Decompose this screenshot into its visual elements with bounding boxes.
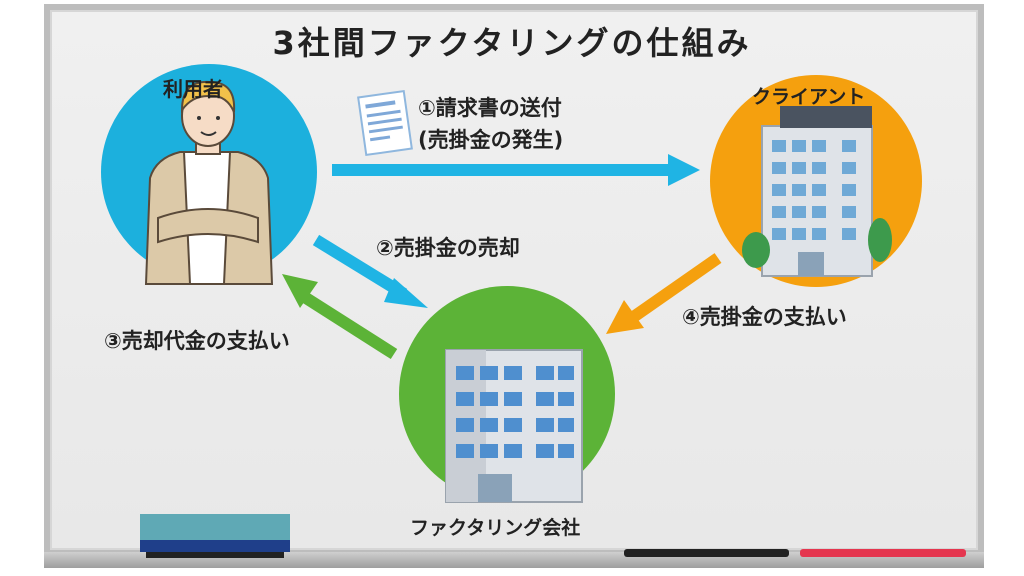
client-building-icon (742, 106, 892, 277)
person-icon (144, 80, 274, 285)
marker-red-icon (800, 549, 966, 557)
arrow-step1 (332, 154, 700, 186)
node-label-user: 利用者 (163, 77, 223, 101)
eraser-icon (140, 514, 290, 558)
marker-black-icon (624, 549, 789, 557)
step1-label-line1: ①請求書の送付 (418, 96, 562, 120)
diagram-title: 3社間ファクタリングの仕組み (272, 24, 752, 62)
invoice-document-icon (357, 89, 413, 157)
step3-label: ③売却代金の支払い (104, 329, 290, 353)
step1-label-line2: (売掛金の発生) (418, 128, 564, 152)
arrow-step3 (282, 274, 398, 360)
step2-label: ②売掛金の売却 (376, 236, 520, 260)
arrow-step4 (606, 253, 722, 334)
factoring-building-icon (445, 349, 583, 503)
arrow-step2 (312, 234, 428, 308)
step4-label: ④売掛金の支払い (682, 305, 847, 329)
node-label-factoring: ファクタリング会社 (410, 517, 581, 539)
node-label-client: クライアント (752, 86, 866, 108)
